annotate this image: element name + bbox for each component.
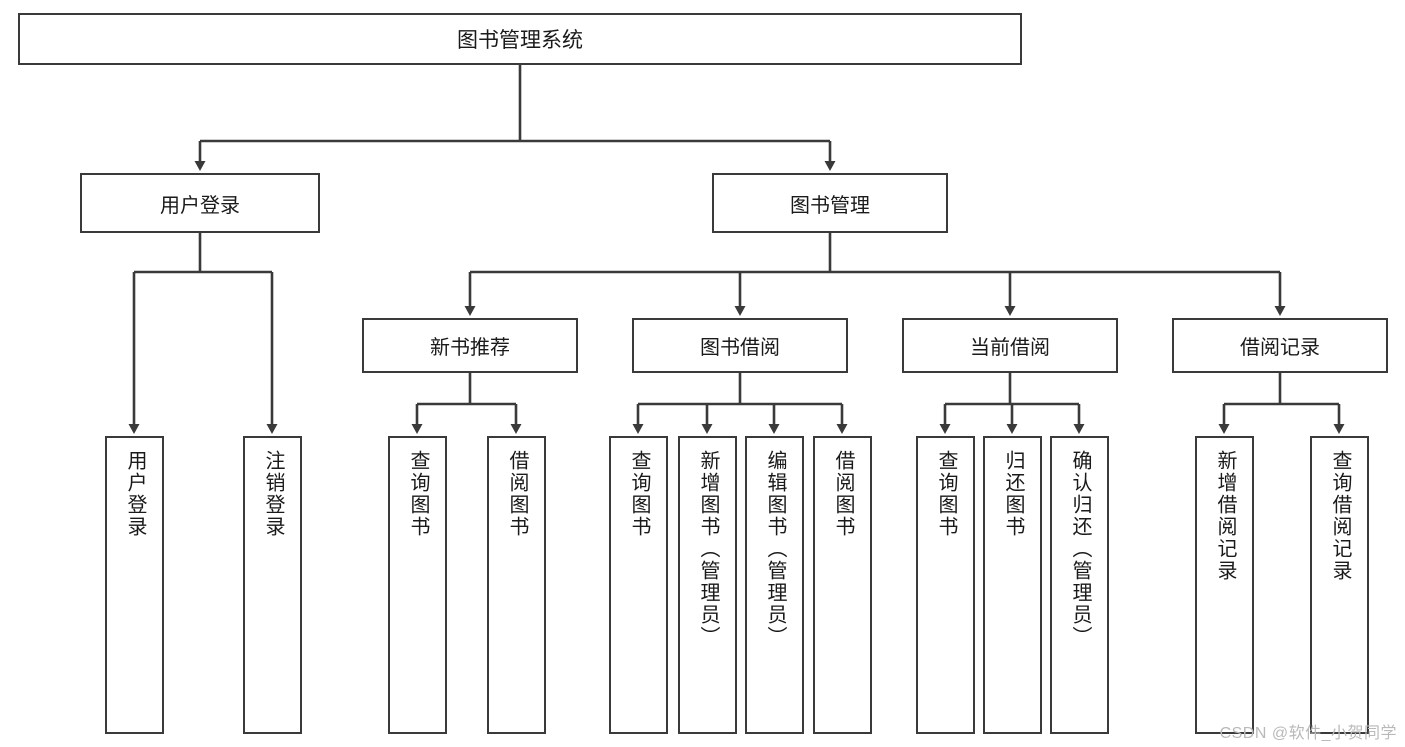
node-label: 借阅图书 [506,450,528,538]
node-borrow-records[interactable]: 借阅记录 [1172,318,1388,373]
node-label: 图书管理系统 [457,29,583,52]
node-book-borrow[interactable]: 图书借阅 [632,318,848,373]
leaf-recommend-borrow-books[interactable]: 借阅图书 [487,436,546,734]
node-label: 用户登录 [124,450,146,538]
node-label: 查询图书 [407,450,429,538]
node-label: 用户登录 [160,194,240,217]
leaf-current-query-books[interactable]: 查询图书 [916,436,975,734]
node-label: 归还图书 [1002,450,1024,538]
node-book-management[interactable]: 图书管理 [712,173,948,233]
node-label: 当前借阅 [970,337,1050,359]
leaf-borrow-add-book-admin[interactable]: 新增图书（管理员） [678,436,737,734]
node-current-borrow[interactable]: 当前借阅 [902,318,1118,373]
leaf-recommend-query-books[interactable]: 查询图书 [388,436,447,734]
leaf-records-query-record[interactable]: 查询借阅记录 [1310,436,1369,734]
node-label: 查询图书 [935,450,957,538]
node-label: 确认归还（管理员） [1069,450,1091,648]
leaf-current-return-books[interactable]: 归还图书 [983,436,1042,734]
node-label: 借阅记录 [1240,337,1320,359]
node-user-login[interactable]: 用户登录 [80,173,320,233]
node-new-book-recommend[interactable]: 新书推荐 [362,318,578,373]
leaf-borrow-edit-book-admin[interactable]: 编辑图书（管理员） [745,436,804,734]
leaf-user-login[interactable]: 用户登录 [105,436,164,734]
node-label: 查询借阅记录 [1329,450,1351,582]
node-label: 新增图书（管理员） [697,450,719,648]
leaf-records-add-record[interactable]: 新增借阅记录 [1195,436,1254,734]
leaf-current-confirm-return-admin[interactable]: 确认归还（管理员） [1050,436,1109,734]
leaf-user-logout[interactable]: 注销登录 [243,436,302,734]
node-label: 查询图书 [628,450,650,538]
node-label: 注销登录 [262,450,284,538]
leaf-borrow-query-books[interactable]: 查询图书 [609,436,668,734]
node-label: 借阅图书 [832,450,854,538]
node-label: 编辑图书（管理员） [764,450,786,648]
leaf-borrow-borrow-books[interactable]: 借阅图书 [813,436,872,734]
csdn-watermark: CSDN @软件_小贺同学 [1219,725,1397,742]
node-label: 图书管理 [790,194,870,217]
node-label: 新增借阅记录 [1214,450,1236,582]
node-label: 图书借阅 [700,337,780,359]
node-label: 新书推荐 [430,337,510,359]
node-root-system[interactable]: 图书管理系统 [18,13,1022,65]
